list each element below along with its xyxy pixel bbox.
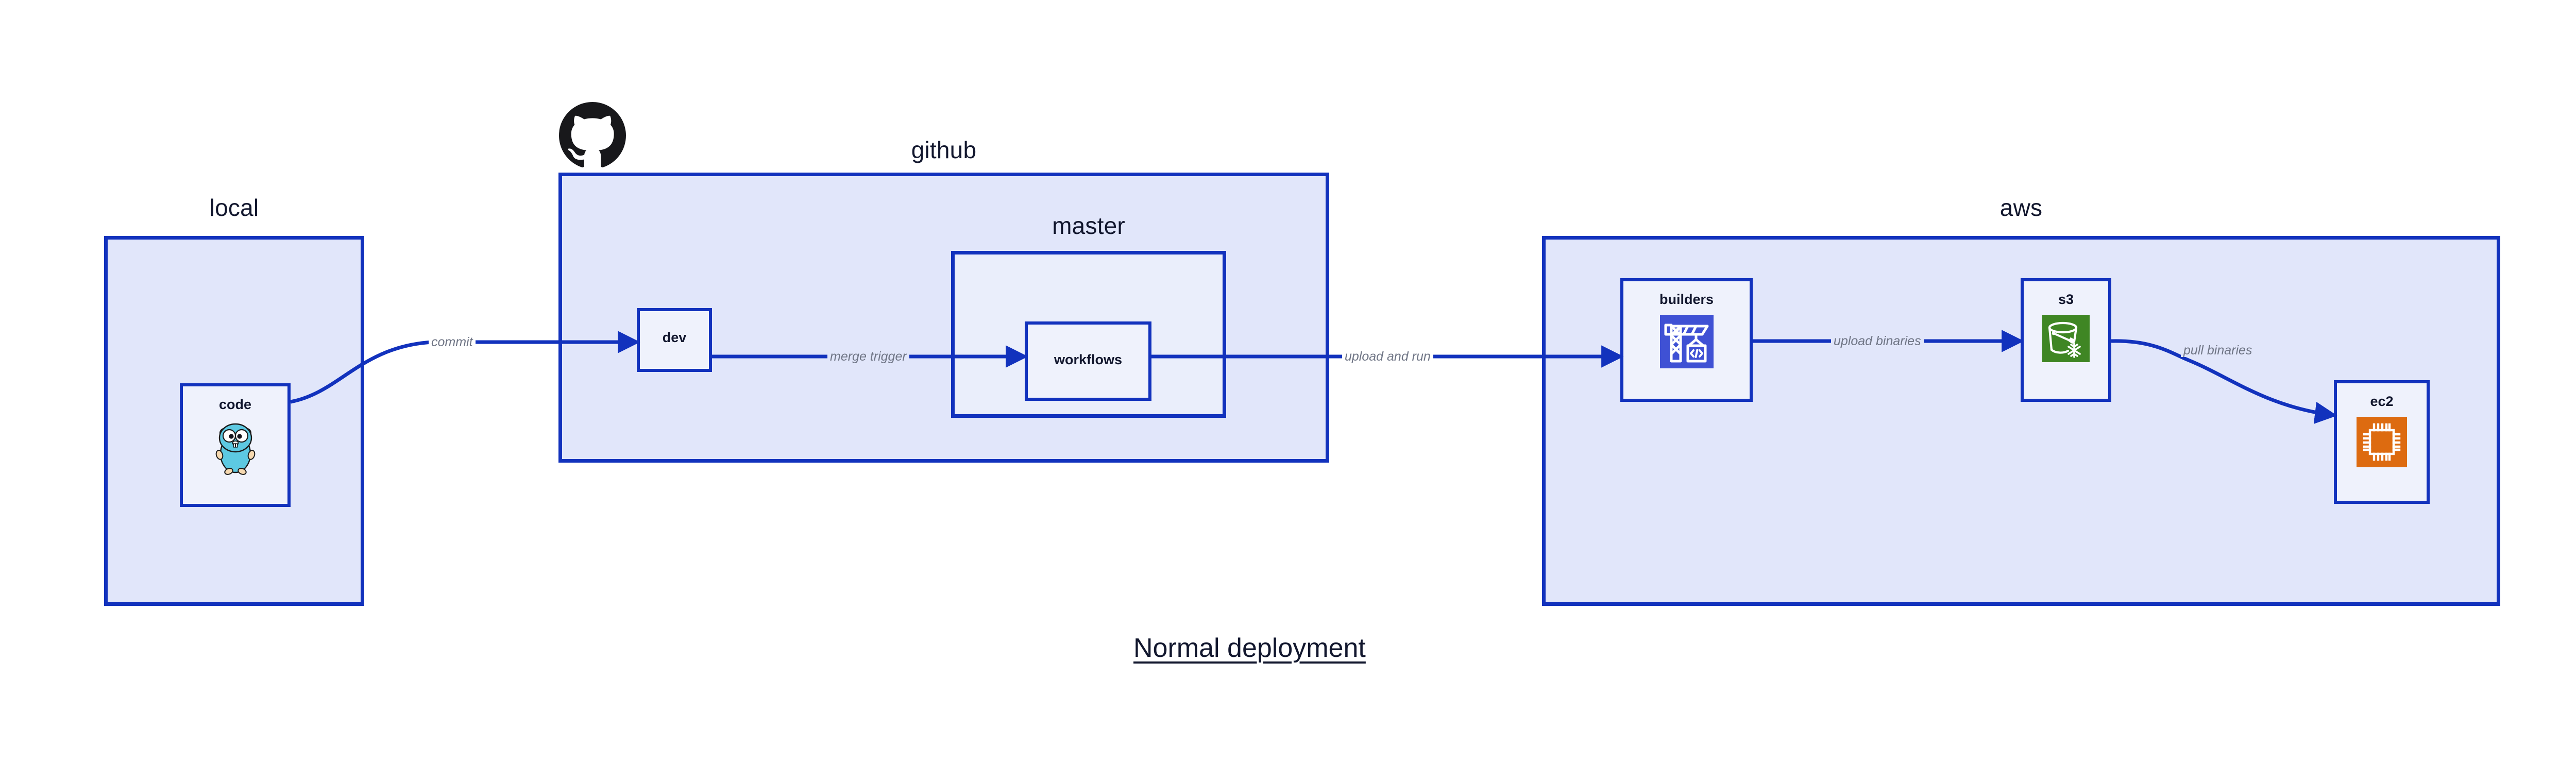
aws-codebuild-icon — [1659, 315, 1714, 371]
diagram-title: Normal deployment — [1133, 633, 1366, 663]
node-code-label: code — [218, 397, 252, 412]
node-s3-label: s3 — [2058, 292, 2074, 307]
edge-label-commit: commit — [429, 336, 476, 349]
group-label-master: master — [1052, 212, 1125, 239]
aws-ec2-icon — [2357, 417, 2407, 470]
edge-pull-binaries — [2111, 339, 2337, 425]
node-workflows-label: workflows — [1054, 352, 1123, 367]
node-builders[interactable]: builders — [1620, 278, 1753, 402]
node-code[interactable]: code — [180, 383, 291, 507]
edge-label-upload-binaries: upload binaries — [1831, 335, 1924, 348]
github-octocat-icon — [559, 102, 626, 172]
node-ec2-label: ec2 — [2370, 394, 2394, 409]
node-s3[interactable]: s3 — [2021, 278, 2111, 402]
node-workflows[interactable]: workflows — [1025, 321, 1151, 401]
node-ec2[interactable]: ec2 — [2334, 380, 2430, 504]
edge-label-merge-trigger: merge trigger — [827, 350, 909, 363]
edge-commit — [290, 331, 640, 404]
node-builders-label: builders — [1659, 292, 1714, 307]
group-label-aws: aws — [1999, 194, 2043, 221]
aws-s3-glacier-icon — [2042, 315, 2090, 365]
node-dev-label: dev — [662, 330, 687, 345]
group-label-local: local — [209, 194, 259, 221]
group-label-github: github — [911, 137, 977, 163]
edge-label-pull-binaries: pull binaries — [2181, 344, 2255, 357]
edge-label-upload-and-run: upload and run — [1342, 350, 1433, 363]
go-gopher-icon — [212, 420, 259, 478]
node-dev[interactable]: dev — [637, 308, 712, 372]
